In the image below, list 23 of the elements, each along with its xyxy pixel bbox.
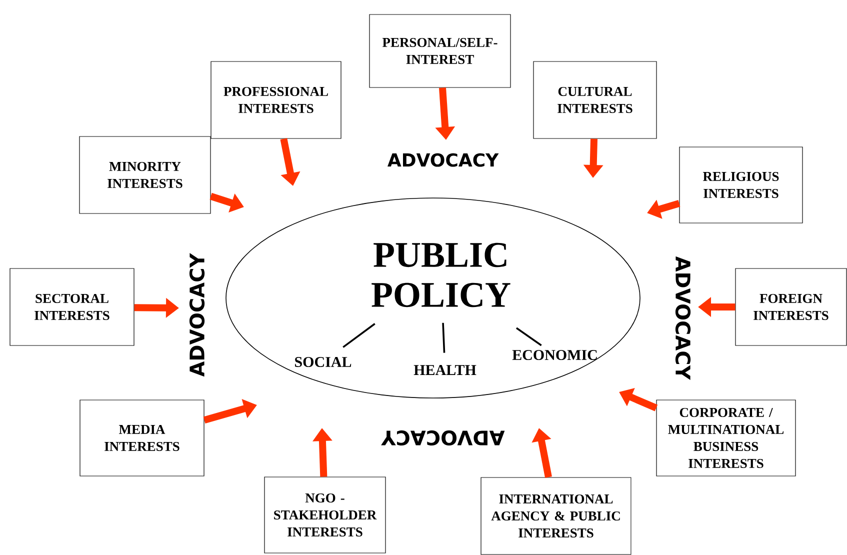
connector-line: [516, 327, 542, 346]
connector-line: [342, 323, 376, 348]
interest-box: MINORITY INTERESTS: [79, 136, 211, 214]
interest-box: CULTURAL INTERESTS: [533, 61, 657, 139]
interest-box: PERSONAL/SELF-INTEREST: [369, 14, 511, 88]
advocacy-label: ADVOCACY: [381, 430, 505, 446]
category-label: HEALTH: [414, 365, 476, 375]
interest-box: RELIGIOUS INTERESTS: [679, 146, 803, 224]
interest-box: NGO - STAKEHOLDER INTERESTS: [264, 476, 386, 554]
interest-box: FOREIGN INTERESTS: [735, 268, 847, 346]
category-label: ECONOMIC: [512, 350, 597, 360]
interest-box: CORPORATE / MULTINATIONAL BUSINESS INTERESTS: [656, 400, 796, 476]
title-text: PUBLIC POLICY: [372, 242, 510, 308]
advocacy-label: ADVOCACY: [189, 253, 205, 377]
interest-box: SECTORAL INTERESTS: [10, 268, 134, 346]
interest-box: MEDIA INTERESTS: [80, 400, 204, 476]
interest-box: INTERNATIONAL AGENCY & PUBLIC INTERESTS: [480, 477, 632, 555]
interest-box: PROFESSIONAL INTERESTS: [210, 61, 342, 139]
advocacy-label: ADVOCACY: [388, 153, 499, 167]
advocacy-label: ADVOCACY: [675, 256, 691, 380]
ellipse-shape: [226, 198, 640, 398]
category-label: SOCIAL: [295, 356, 352, 368]
connector-line: [442, 322, 446, 353]
